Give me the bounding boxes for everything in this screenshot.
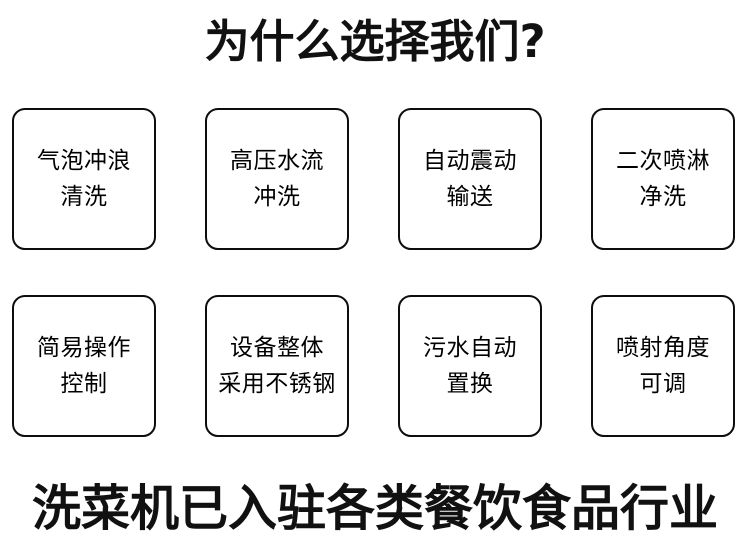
feature-row-2: 简易操作 控制 设备整体 采用不锈钢 污水自动 置换 喷射角度 可调 <box>12 295 735 437</box>
feature-card-label: 喷射角度 可调 <box>616 335 710 397</box>
feature-card-secondary-spray-wash[interactable]: 二次喷淋 净洗 <box>591 108 735 250</box>
feature-card-label: 设备整体 采用不锈钢 <box>218 335 336 397</box>
feature-card-label: 高压水流 冲洗 <box>230 148 324 210</box>
feature-row-1: 气泡冲浪 清洗 高压水流 冲洗 自动震动 输送 二次喷淋 净洗 <box>12 108 735 250</box>
feature-card-adjustable-spray-angle[interactable]: 喷射角度 可调 <box>591 295 735 437</box>
feature-card-high-pressure-rinse[interactable]: 高压水流 冲洗 <box>205 108 349 250</box>
footer-banner: 洗菜机已入驻各类餐饮食品行业 <box>31 480 718 537</box>
feature-card-label: 自动震动 输送 <box>423 148 517 210</box>
feature-card-bubble-surf-wash[interactable]: 气泡冲浪 清洗 <box>12 108 156 250</box>
page-title: 为什么选择我们? <box>204 15 546 68</box>
feature-card-label: 二次喷淋 净洗 <box>616 148 710 210</box>
feature-card-stainless-steel-body[interactable]: 设备整体 采用不锈钢 <box>205 295 349 437</box>
feature-card-auto-vibration-conveying[interactable]: 自动震动 输送 <box>398 108 542 250</box>
feature-card-auto-wastewater-replacement[interactable]: 污水自动 置换 <box>398 295 542 437</box>
feature-card-label: 污水自动 置换 <box>423 335 517 397</box>
feature-card-simple-operation-control[interactable]: 简易操作 控制 <box>12 295 156 437</box>
feature-card-label: 简易操作 控制 <box>37 335 131 397</box>
feature-grid: 气泡冲浪 清洗 高压水流 冲洗 自动震动 输送 二次喷淋 净洗 简易操作 控制 … <box>12 108 735 437</box>
feature-card-label: 气泡冲浪 清洗 <box>37 148 131 210</box>
